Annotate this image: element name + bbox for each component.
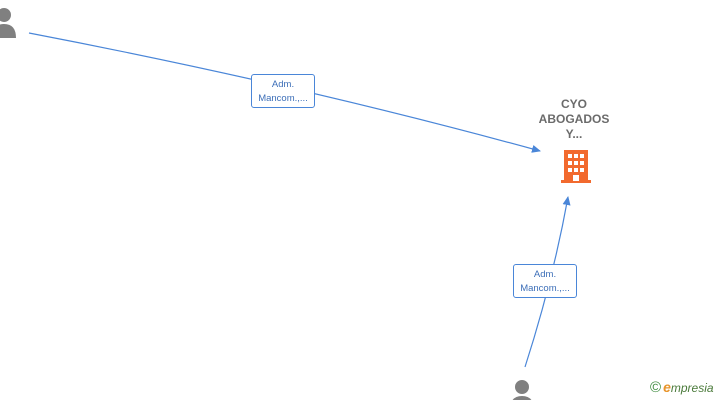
company-name-line: Y...	[565, 127, 583, 141]
edge-label-1[interactable]: Adm. Mancom.,...	[251, 74, 315, 108]
building-icon	[561, 150, 591, 183]
person-icon	[0, 8, 16, 38]
person-icon	[512, 380, 532, 400]
edge-label-line: Adm.	[271, 79, 295, 90]
person-node-2[interactable]	[510, 378, 534, 400]
empresia-watermark: ©empresia	[650, 379, 714, 396]
copyright-icon: ©	[650, 379, 662, 396]
company-name[interactable]: CYO ABOGADOS Y...	[524, 97, 624, 142]
edge-label-line: Mancom.,...	[520, 283, 570, 294]
brand-text: mpresia	[670, 381, 714, 395]
brand-e: e	[663, 379, 671, 395]
company-name-line: ABOGADOS	[538, 112, 610, 126]
company-node[interactable]	[560, 148, 592, 189]
edge-label-2[interactable]: Adm. Mancom.,...	[513, 264, 577, 298]
edge-label-line: Mancom.,...	[258, 93, 308, 104]
person-node-1[interactable]	[0, 6, 16, 45]
edge-label-line: Adm.	[533, 269, 557, 280]
company-name-line: CYO	[560, 97, 587, 111]
